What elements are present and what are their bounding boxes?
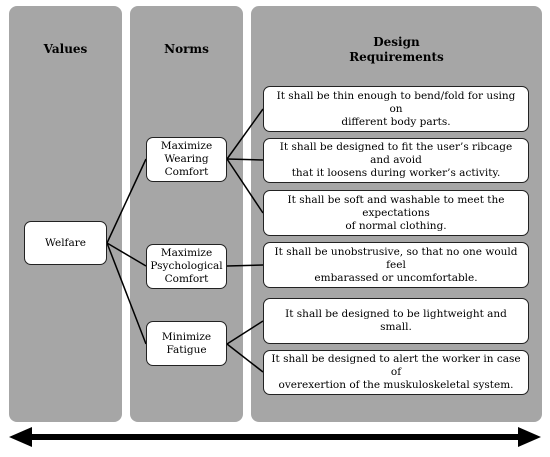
arrow-shaft <box>26 434 524 440</box>
requirement-box-thin: It shall be thin enough to bend/fold for… <box>263 86 529 132</box>
requirement-box-lightweight: It shall be designed to be lightweight a… <box>263 298 529 344</box>
connector-wearing-req1 <box>226 108 264 160</box>
requirement-box-unobtrusive: It shall be unobstrusive, so that no one… <box>263 242 529 288</box>
arrow-head-left <box>9 427 32 447</box>
design-requirements-column-title: Design Requirements <box>349 35 444 64</box>
connector-psychological-req4 <box>226 264 264 267</box>
connector-fatigue-req5 <box>226 320 264 345</box>
norm-box-wearing-comfort: Maximize Wearing Comfort <box>146 137 227 182</box>
norms-column-title: Norms <box>164 42 209 56</box>
connector-wearing-req3 <box>226 158 264 214</box>
connector-welfare-fatigue <box>106 242 147 345</box>
requirement-box-soft-washable: It shall be soft and washable to meet th… <box>263 190 529 236</box>
arrow-head-right <box>518 427 541 447</box>
norm-box-psychological-comfort: Maximize Psychological Comfort <box>146 244 227 289</box>
value-box-welfare: Welfare <box>24 221 107 265</box>
requirement-box-ribcage-fit: It shall be designed to fit the user’s r… <box>263 138 529 183</box>
values-column: Values <box>9 6 122 422</box>
double-arrow <box>9 427 541 447</box>
requirement-box-overexertion-alert: It shall be designed to alert the worker… <box>263 350 529 395</box>
connector-welfare-psychological <box>106 242 147 267</box>
connector-fatigue-req6 <box>226 343 264 373</box>
norm-box-fatigue: Minimize Fatigue <box>146 321 227 366</box>
values-column-title: Values <box>43 42 88 56</box>
connector-welfare-wearing <box>106 158 147 244</box>
connector-wearing-req2 <box>226 158 264 161</box>
